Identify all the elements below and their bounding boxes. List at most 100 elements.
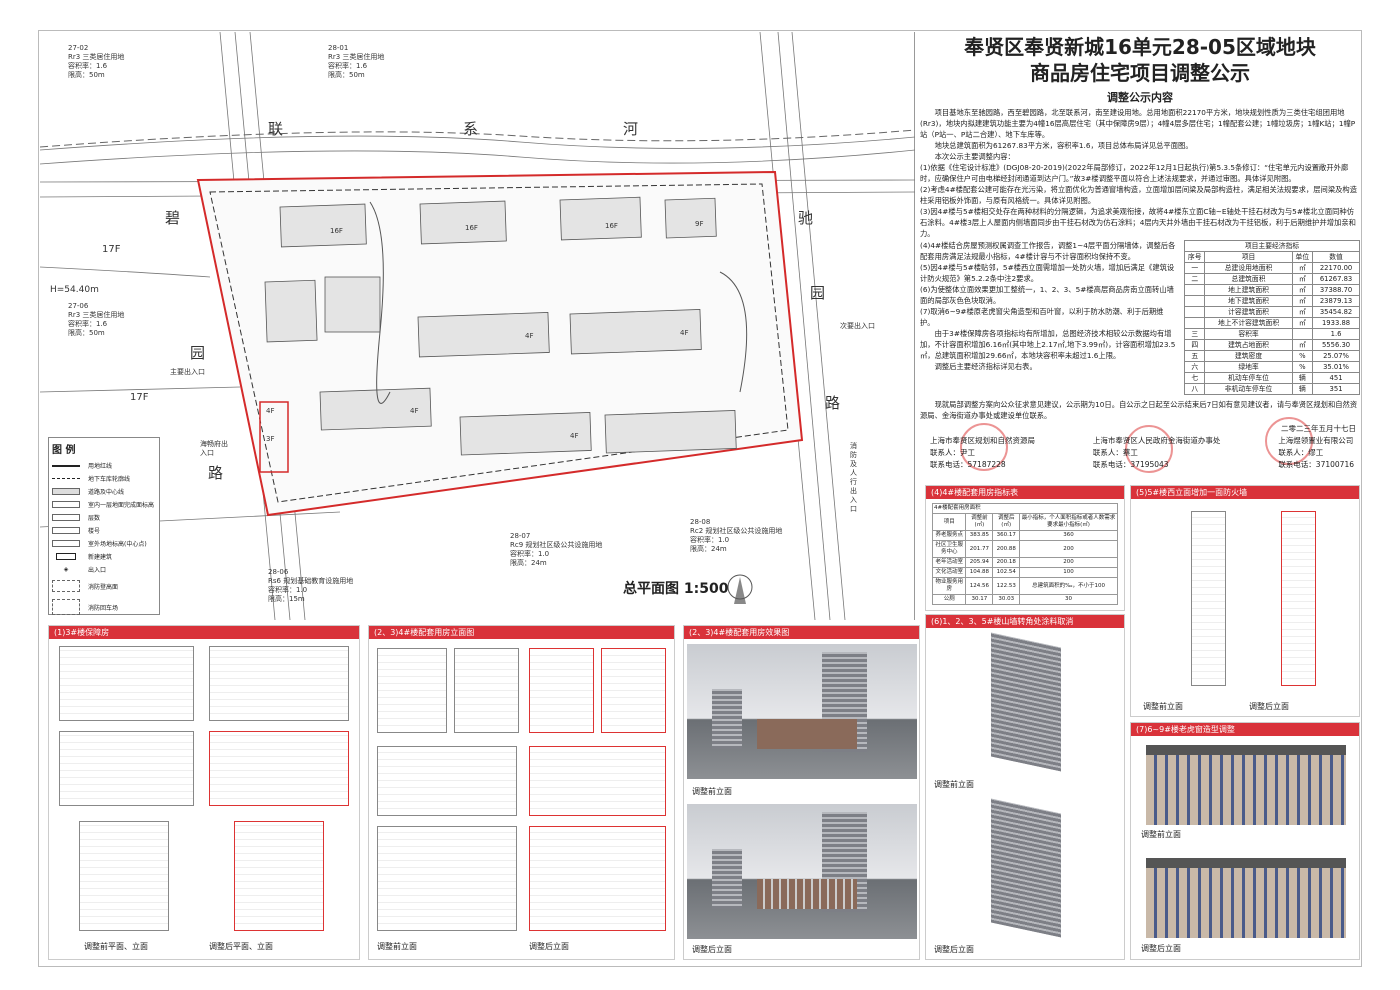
adjust-item: (4)4#楼结合房屋预测权属调查工作报告，调整1~4层平面分隔墙体，调整后各配套…: [920, 241, 1176, 261]
legend-item: 出入口: [88, 567, 107, 574]
table-cell: %: [1291, 361, 1314, 373]
floor-plan-after-2: [209, 731, 349, 806]
floor-tag: 4F: [680, 329, 689, 337]
table-cell: ㎡: [1291, 284, 1314, 296]
table-cell: ㎡: [1291, 273, 1314, 285]
notice-date: 二零二三年五月十七日: [1281, 424, 1356, 433]
road-label: 路: [208, 464, 224, 482]
table-cell: 35.01%: [1312, 361, 1360, 373]
table-cell: 计容建筑面积: [1204, 306, 1293, 318]
table-header: 项目: [931, 513, 967, 531]
table-cell: ㎡: [1291, 339, 1314, 351]
panel-4-indicators: (4)4#楼配套用房指标表 4#楼配套用房面积 项目调整前(㎡)调整后(㎡)最小…: [925, 485, 1125, 611]
table-cell: [1183, 295, 1206, 307]
elevation-before: [454, 648, 519, 733]
caption-after: 调整后平面、立面: [209, 942, 273, 951]
elevation-before: [1191, 511, 1226, 686]
table-cell: 30: [1019, 594, 1118, 605]
table-cell: 六: [1183, 361, 1206, 373]
signatory: 上海煜领置业有限公司联系人：缪工联系电话：37100716: [1278, 436, 1354, 469]
panel-title: (2、3)4#楼配套用房立面图: [369, 626, 674, 639]
panel-title: (1)3#楼保障房: [49, 626, 359, 639]
elevation-after: [529, 826, 666, 931]
floor-tag: 16F: [330, 227, 343, 235]
road-label: 园: [810, 284, 826, 302]
panel-title: (7)6~9#楼老虎窗造型调整: [1131, 723, 1359, 736]
caption-after: 调整后立面: [1141, 944, 1181, 953]
panels-4-6-column: (4)4#楼配套用房指标表 4#楼配套用房面积 项目调整前(㎡)调整后(㎡)最小…: [925, 485, 1125, 960]
signatory: 上海市奉贤区人民政府金海街道办事处联系人：蔡工联系电话：37195043: [1092, 436, 1221, 469]
floor-tag: 16F: [605, 222, 618, 230]
legend-item: 新建建筑: [88, 554, 113, 561]
official-seal: [1265, 417, 1313, 465]
floor-tag: 9F: [695, 220, 704, 228]
panel-title: (6)1、2、3、5#楼山墙转角处涂料取消: [926, 615, 1124, 628]
table-cell: 养老服务点: [931, 530, 967, 541]
legend: 图 例 用地红线 地下车库轮廓线 道路及中心线 室内一层地面完成面标高 层数 楼…: [48, 437, 160, 615]
elevation-after: [1281, 511, 1316, 686]
table-cell: 23879.13: [1312, 295, 1360, 307]
paragraph: 项目基地东至驰园路，西至碧园路，北至联系河，南至建设用地。总用地面积22170平…: [920, 108, 1356, 139]
table-cell: [1183, 306, 1206, 318]
table-cell: 30.03: [992, 594, 1021, 605]
house-elevation-before: [1146, 745, 1346, 825]
floor-tag: 17F: [102, 244, 121, 255]
table-cell: 四: [1183, 339, 1206, 351]
caption-after: 调整后立面: [529, 942, 569, 951]
road-label: 碧: [165, 209, 181, 227]
elevation-after: [529, 648, 594, 733]
table-cell: 124.56: [965, 577, 994, 595]
entrance-label: 次要出入口: [840, 322, 875, 330]
caption-before: 调整前立面: [1143, 702, 1183, 711]
legend-item: 道路及中心线: [88, 489, 125, 496]
signatory: 上海市奉贤区规划和自然资源局联系人：尹工联系电话：57187228: [930, 436, 1035, 469]
table-cell: 老年活动室: [931, 557, 967, 568]
table-cell: 七: [1183, 372, 1206, 384]
table-cell: [1183, 317, 1206, 329]
tower-render-after: [991, 798, 1061, 937]
official-seal: [1125, 425, 1173, 473]
elevation-after: [529, 746, 666, 816]
panel-6-gable: (6)1、2、3、5#楼山墙转角处涂料取消 调整前立面 调整后立面: [925, 614, 1125, 960]
table-caption: 项目主要经济指标: [1184, 240, 1360, 252]
legend-item: 室外场地标高(中心点): [88, 541, 147, 548]
adjust-item: (6)为使整体立面效果更加工整统一，1、2、3、5#楼高层商品房南立面转山墙面的…: [920, 285, 1174, 305]
table-cell: 201.77: [965, 540, 994, 558]
table-cell: 八: [1183, 383, 1206, 395]
signatories: 上海市奉贤区规划和自然资源局联系人：尹工联系电话：57187228 上海市奉贤区…: [920, 435, 1360, 471]
table-cell: 451: [1312, 372, 1360, 384]
floor-tag: 4F: [410, 407, 419, 415]
table-header: 序号: [1183, 251, 1206, 263]
caption-before: 调整前立面: [377, 942, 417, 951]
paragraph: 调整后主要经济指标详见右表。: [934, 362, 1037, 371]
table-cell: 351: [1312, 383, 1360, 395]
official-seal: [960, 423, 1008, 471]
adjust-item: (1)依据《住宅设计标准》(DGJ08-20-2019)(2022年局部修订，2…: [920, 163, 1349, 183]
rendering-after: [687, 804, 917, 939]
table-cell: 总建设用地面积: [1204, 262, 1293, 274]
caption-after: 调整后立面: [934, 945, 974, 954]
table-cell: 200.88: [992, 540, 1021, 558]
table-cell: 公厕: [931, 594, 967, 605]
entrance-label: 主要出入口: [170, 368, 205, 376]
table-cell: 社区卫生服务中心: [931, 540, 967, 558]
caption-after: 调整后立面: [692, 945, 732, 954]
table-cell: 25.07%: [1312, 350, 1360, 362]
panel-2-3-elevations: (2、3)4#楼配套用房立面图 调整前立面 调整后立面: [368, 625, 675, 960]
table-cell: 100: [1019, 567, 1118, 578]
elevation-before: [79, 821, 169, 931]
elevation-before: [377, 746, 517, 816]
table-cell: 200.18: [992, 557, 1021, 568]
adjust-item: (7)取消6~9#楼原老虎窗尖角造型和百叶窗，以利于防水防潮、利于后期维护。: [920, 307, 1164, 327]
legend-item: 消防登高面: [88, 583, 119, 591]
table-cell: ㎡: [1291, 295, 1314, 307]
